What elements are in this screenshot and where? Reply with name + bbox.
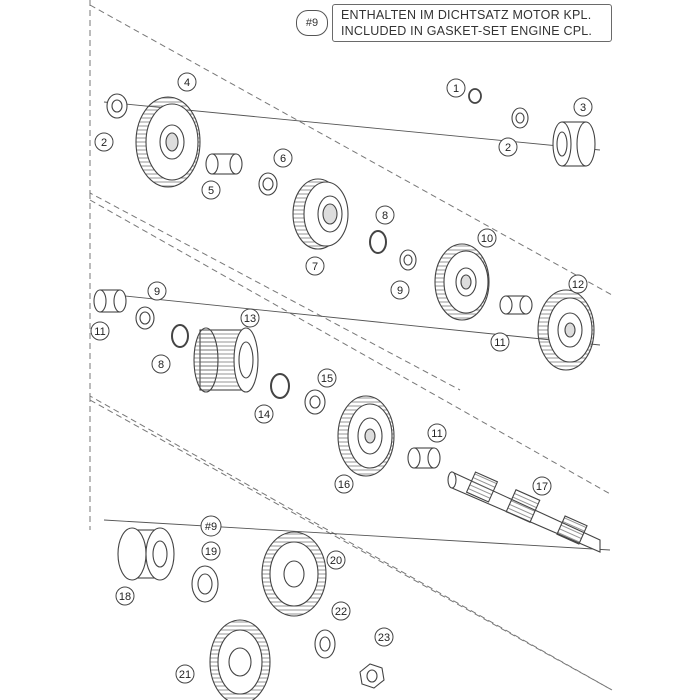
lower-parts	[117, 527, 385, 700]
svg-text:8: 8	[382, 210, 388, 222]
seal-19	[191, 565, 219, 603]
panel-frames	[89, 0, 613, 691]
svg-text:11: 11	[94, 326, 105, 338]
callout-13: 13	[240, 308, 260, 328]
svg-text:4: 4	[184, 77, 190, 89]
callout-8-upper: 8	[375, 205, 395, 225]
gasket-set-note: #9 ENTHALTEN IM DICHTSATZ MOTOR KPL. INC…	[296, 4, 612, 42]
callout-11-right: 11	[490, 332, 510, 352]
callout-1: 1	[446, 78, 466, 98]
circlip-8-lower	[171, 324, 189, 348]
svg-text:11: 11	[494, 337, 505, 349]
svg-text:15: 15	[321, 373, 333, 385]
note-reference-badge: #9	[296, 10, 328, 36]
bush-11-left	[93, 289, 127, 313]
svg-text:21: 21	[179, 669, 191, 681]
note-box: ENTHALTEN IM DICHTSATZ MOTOR KPL. INCLUD…	[332, 4, 612, 42]
callout-20: 20	[326, 550, 346, 570]
callout-8-lower: 8	[151, 354, 171, 374]
bearing-3	[552, 121, 596, 167]
callout-14: 14	[254, 404, 274, 424]
svg-text:8: 8	[158, 359, 164, 371]
callout-16: 16	[334, 474, 354, 494]
svg-text:5: 5	[208, 185, 214, 197]
svg-text:19: 19	[205, 546, 217, 558]
callout-17: 17	[532, 476, 552, 496]
callout-labels: 1 2 3 2 4 5 6 7 8 9 10 12 11 9 11 8 13 1…	[90, 72, 593, 684]
callout-23: 23	[374, 627, 394, 647]
callout-11-middle: 11	[427, 423, 447, 443]
svg-text:9: 9	[154, 286, 160, 298]
sprocket-20	[261, 531, 327, 617]
callout-15: 15	[317, 368, 337, 388]
callout-9-ref: #9	[200, 515, 222, 537]
svg-text:17: 17	[536, 481, 548, 493]
circlip-1	[468, 88, 482, 104]
svg-text:2: 2	[505, 142, 511, 154]
note-line-german: ENTHALTEN IM DICHTSATZ MOTOR KPL.	[341, 8, 592, 22]
svg-text:#9: #9	[205, 521, 217, 533]
callout-4: 4	[177, 72, 197, 92]
svg-text:12: 12	[572, 279, 584, 291]
callout-7: 7	[305, 256, 325, 276]
callout-9-upper: 9	[390, 280, 410, 300]
callout-2-right: 2	[498, 137, 518, 157]
gear-12	[537, 289, 595, 371]
callout-3: 3	[573, 97, 593, 117]
gear-7	[292, 178, 349, 250]
callout-22: 22	[331, 601, 351, 621]
svg-text:9: 9	[397, 285, 403, 297]
callout-6: 6	[273, 148, 293, 168]
nut-23	[359, 663, 385, 689]
callout-5: 5	[201, 180, 221, 200]
bush-11-right	[499, 295, 533, 315]
upper-shaft-parts	[106, 88, 596, 371]
svg-text:13: 13	[244, 313, 256, 325]
gear-16	[337, 395, 395, 477]
svg-text:7: 7	[312, 261, 318, 273]
callout-11-left: 11	[90, 321, 110, 341]
svg-text:2: 2	[101, 137, 107, 149]
svg-text:23: 23	[378, 632, 390, 644]
bearing-18	[117, 527, 175, 581]
callout-9-lower: 9	[147, 281, 167, 301]
callout-18: 18	[115, 586, 135, 606]
middle-shaft-parts	[93, 289, 601, 553]
svg-text:1: 1	[453, 83, 459, 95]
gear-13	[193, 327, 259, 393]
callout-10: 10	[477, 228, 497, 248]
bush-5	[205, 153, 243, 175]
callout-12: 12	[568, 274, 588, 294]
lock-washer-22	[314, 629, 336, 659]
svg-text:11: 11	[431, 428, 442, 440]
note-line-english: INCLUDED IN GASKET-SET ENGINE CPL.	[341, 24, 593, 38]
sprocket-21	[209, 619, 271, 700]
circlip-14	[270, 373, 290, 399]
svg-text:16: 16	[338, 479, 350, 491]
svg-text:14: 14	[258, 409, 270, 421]
svg-text:6: 6	[280, 153, 286, 165]
bush-11-middle	[407, 447, 441, 469]
gear-10	[434, 243, 490, 321]
callout-21: 21	[175, 664, 195, 684]
callout-19: 19	[201, 541, 221, 561]
svg-text:3: 3	[580, 102, 586, 114]
gear-4	[135, 96, 201, 188]
shaft-17	[447, 471, 601, 553]
svg-text:20: 20	[330, 555, 342, 567]
circlip-8-upper	[369, 230, 387, 254]
callout-2-left: 2	[94, 132, 114, 152]
svg-text:18: 18	[119, 591, 131, 603]
svg-text:22: 22	[335, 606, 347, 618]
svg-text:10: 10	[481, 233, 493, 245]
